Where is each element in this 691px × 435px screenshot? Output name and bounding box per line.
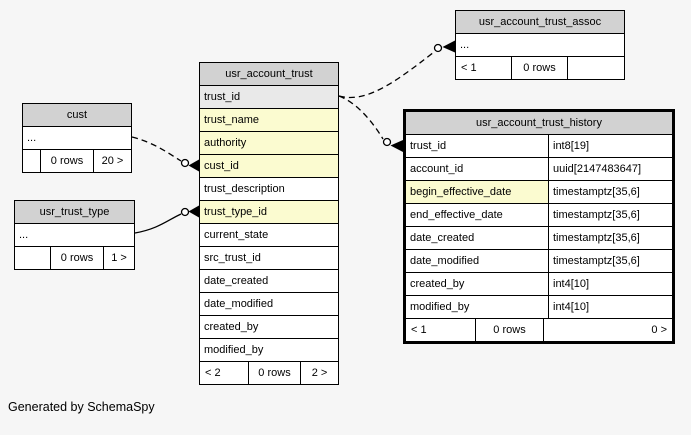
table-footer: < 2 0 rows 2 > xyxy=(200,362,338,384)
column-row-current-state: current_state xyxy=(200,224,338,247)
table-usr-trust-type[interactable]: usr_trust_type ... 0 rows 1 > xyxy=(14,200,135,270)
zero-cardinality-icon xyxy=(180,207,190,217)
column-row-src-trust-id: src_trust_id xyxy=(200,247,338,270)
table-usr-account-trust[interactable]: usr_account_trust trust_id trust_name au… xyxy=(199,62,339,385)
table-title-usr-trust-type[interactable]: usr_trust_type xyxy=(15,201,134,224)
column-type: timestamptz[35,6] xyxy=(548,181,672,203)
column-row-trust-name: trust_name xyxy=(200,109,338,132)
column-row-created-by: created_by int4[10] xyxy=(406,273,672,296)
column-row-trust-type-id: trust_type_id xyxy=(200,201,338,224)
table-title-cust[interactable]: cust xyxy=(23,104,131,127)
column-row-account-id: account_id uuid[2147483647] xyxy=(406,158,672,181)
column-type: int8[19] xyxy=(548,135,672,157)
column-name: ... xyxy=(460,39,470,51)
column-row-ellipsis: ... xyxy=(23,127,131,150)
column-type: timestamptz[35,6] xyxy=(548,227,672,249)
column-row-ellipsis: ... xyxy=(15,224,134,247)
generated-by-label: Generated by SchemaSpy xyxy=(8,400,155,414)
row-count: 0 rows xyxy=(249,362,301,384)
column-name: trust_id xyxy=(204,91,241,103)
zero-cardinality-icon xyxy=(433,43,443,53)
column-name: trust_type_id xyxy=(204,206,267,218)
table-footer: 0 rows 20 > xyxy=(23,150,131,172)
column-name: current_state xyxy=(204,229,269,241)
column-name: date_modified xyxy=(204,298,274,310)
column-row-end-effective-date: end_effective_date timestamptz[35,6] xyxy=(406,204,672,227)
table-usr-account-trust-history[interactable]: usr_account_trust_history trust_id int8[… xyxy=(403,109,675,344)
row-count: 0 rows xyxy=(512,57,568,79)
pager-prev: < 1 xyxy=(406,319,476,341)
relationship-trust-type-to-trust-type-id xyxy=(134,205,199,234)
column-row-date-modified: date_modified xyxy=(200,293,338,316)
column-row-modified-by: modified_by xyxy=(200,339,338,362)
column-name: ... xyxy=(19,229,29,241)
table-cust[interactable]: cust ... 0 rows 20 > xyxy=(22,103,132,173)
zero-cardinality-icon xyxy=(180,158,190,168)
relationship-cust-to-cust-id xyxy=(131,136,199,172)
column-name: ... xyxy=(27,132,37,144)
crowfoot-icon xyxy=(188,159,199,172)
column-type: int4[10] xyxy=(548,296,672,318)
pager-next: 2 > xyxy=(311,367,328,379)
column-row-trust-id: trust_id int8[19] xyxy=(406,135,672,158)
row-count: 0 rows xyxy=(41,150,94,172)
column-row-date-created: date_created timestamptz[35,6] xyxy=(406,227,672,250)
column-name: begin_effective_date xyxy=(406,181,548,203)
column-name: cust_id xyxy=(204,160,239,172)
column-row-date-created: date_created xyxy=(200,270,338,293)
column-name: src_trust_id xyxy=(204,252,261,264)
column-row-authority: authority xyxy=(200,132,338,155)
column-name: account_id xyxy=(410,163,464,175)
column-name: end_effective_date xyxy=(410,209,503,221)
column-type: timestamptz[35,6] xyxy=(548,204,672,226)
zero-cardinality-icon xyxy=(382,137,392,147)
column-name: trust_description xyxy=(204,183,285,195)
table-title-usr-account-trust[interactable]: usr_account_trust xyxy=(200,63,338,86)
pager-prev xyxy=(23,150,41,172)
column-name: created_by xyxy=(410,278,465,290)
pager-prev: < 2 xyxy=(200,362,249,384)
column-row-ellipsis: ... xyxy=(456,34,624,57)
column-name: date_created xyxy=(410,232,475,244)
table-footer: < 1 0 rows 0 > xyxy=(406,319,672,341)
column-name: date_created xyxy=(204,275,269,287)
table-usr-account-trust-assoc[interactable]: usr_account_trust_assoc ... < 1 0 rows xyxy=(455,10,625,80)
column-row-begin-effective-date: begin_effective_date timestamptz[35,6] xyxy=(406,181,672,204)
column-name: modified_by xyxy=(410,301,470,313)
column-type: timestamptz[35,6] xyxy=(548,250,672,272)
table-footer: < 1 0 rows xyxy=(456,57,624,79)
pager-next xyxy=(568,57,624,79)
column-row-date-modified: date_modified timestamptz[35,6] xyxy=(406,250,672,273)
relationship-trust-id-to-history xyxy=(338,95,403,152)
column-row-cust-id: cust_id xyxy=(200,155,338,178)
pager-next: 20 > xyxy=(101,155,124,167)
column-name: trust_name xyxy=(204,114,260,126)
pager-next: 1 > xyxy=(111,252,127,264)
column-name: authority xyxy=(204,137,247,149)
column-name: trust_id xyxy=(410,140,447,152)
pager-prev: < 1 xyxy=(456,57,512,79)
relationship-trust-id-to-assoc xyxy=(338,40,455,99)
column-row-trust-id: trust_id xyxy=(200,86,338,109)
pager-next: 0 > xyxy=(651,324,667,336)
column-type: uuid[2147483647] xyxy=(548,158,672,180)
crowfoot-icon xyxy=(442,40,455,53)
column-name: created_by xyxy=(204,321,259,333)
row-count: 0 rows xyxy=(476,319,544,341)
table-title-usr-account-trust-history[interactable]: usr_account_trust_history xyxy=(406,112,672,135)
crowfoot-icon xyxy=(390,140,403,152)
column-name: date_modified xyxy=(410,255,480,267)
table-title-usr-account-trust-assoc[interactable]: usr_account_trust_assoc xyxy=(456,11,624,34)
table-footer: 0 rows 1 > xyxy=(15,247,134,269)
column-type: int4[10] xyxy=(548,273,672,295)
column-row-created-by: created_by xyxy=(200,316,338,339)
row-count: 0 rows xyxy=(51,247,104,269)
crowfoot-icon xyxy=(188,205,199,218)
column-row-modified-by: modified_by int4[10] xyxy=(406,296,672,319)
column-row-trust-description: trust_description xyxy=(200,178,338,201)
column-name: modified_by xyxy=(204,344,264,356)
pager-prev xyxy=(15,247,51,269)
